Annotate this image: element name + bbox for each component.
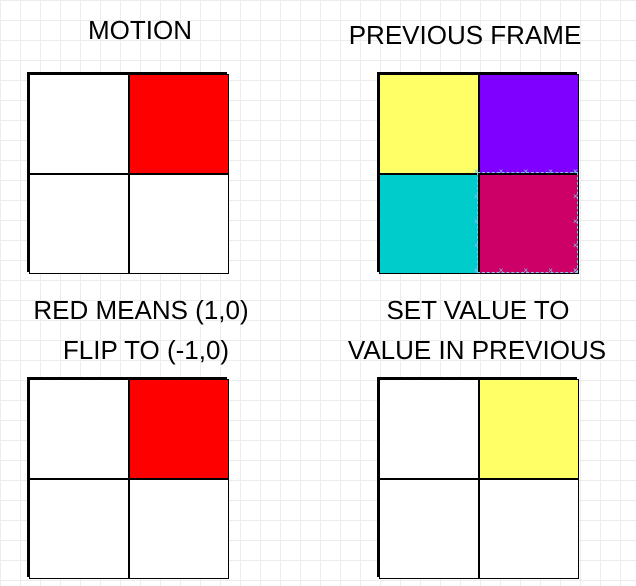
previous-frame-title: PREVIOUS FRAME: [348, 20, 582, 50]
previous-frame-grid: [377, 72, 579, 274]
selection-handle[interactable]: ×: [573, 216, 578, 226]
flip-cell-top-right: [129, 379, 229, 479]
motion-cell-bottom-right: [129, 174, 229, 274]
flip-grid: [27, 377, 229, 579]
motion-cell-bottom-left: [29, 174, 129, 274]
set-value-line2: VALUE IN PREVIOUS: [347, 335, 607, 365]
previous-cell-top-left: [379, 74, 479, 174]
selection-handle[interactable]: ×: [498, 266, 504, 275]
selection-handle[interactable]: ×: [573, 167, 578, 176]
selection-handle[interactable]: ×: [474, 167, 479, 176]
flip-cell-bottom-left: [29, 479, 129, 579]
previous-cell-bottom-left: [379, 174, 479, 274]
selection-handle[interactable]: ×: [573, 266, 578, 275]
result-cell-bottom-left: [379, 479, 479, 579]
selection-handle[interactable]: ×: [474, 266, 479, 275]
selection-handle[interactable]: ×: [474, 216, 479, 226]
result-cell-top-left: [379, 379, 479, 479]
red-means-line2: FLIP TO (-1,0): [62, 335, 230, 365]
selection-handle[interactable]: ×: [474, 241, 479, 251]
result-cell-top-right: [479, 379, 579, 479]
selection-handle[interactable]: ×: [474, 191, 479, 201]
motion-title: MOTION: [88, 15, 192, 45]
motion-grid: [27, 72, 229, 274]
previous-cell-bottom-right[interactable]: [479, 174, 579, 274]
guide-arrowhead-right: [603, 215, 611, 229]
motion-cell-top-left: [29, 74, 129, 174]
selection-handle[interactable]: ×: [523, 266, 529, 275]
red-means-line1: RED MEANS (1,0): [33, 295, 249, 325]
set-value-line1: SET VALUE TO: [386, 295, 570, 325]
selection-handle[interactable]: ×: [474, 167, 479, 176]
selection-handle[interactable]: ×: [573, 191, 578, 201]
selection-handle[interactable]: ×: [573, 266, 578, 275]
selection-handle[interactable]: ×: [523, 167, 529, 176]
selection-handle[interactable]: ×: [498, 167, 504, 176]
selection-handle[interactable]: ×: [474, 266, 479, 275]
result-grid: [377, 377, 579, 579]
result-cell-bottom-right: [479, 479, 579, 579]
selection-handle[interactable]: ×: [573, 167, 578, 176]
previous-cell-top-right: [479, 74, 579, 174]
guide-arrowhead-down: [520, 296, 534, 304]
motion-cell-top-right: [129, 74, 229, 174]
selection-handle[interactable]: ×: [573, 241, 578, 251]
selection-handle[interactable]: ×: [548, 266, 553, 275]
flip-arrow-head: [78, 417, 96, 439]
flip-cell-bottom-right: [129, 479, 229, 579]
selection-handle[interactable]: ×: [548, 167, 553, 176]
